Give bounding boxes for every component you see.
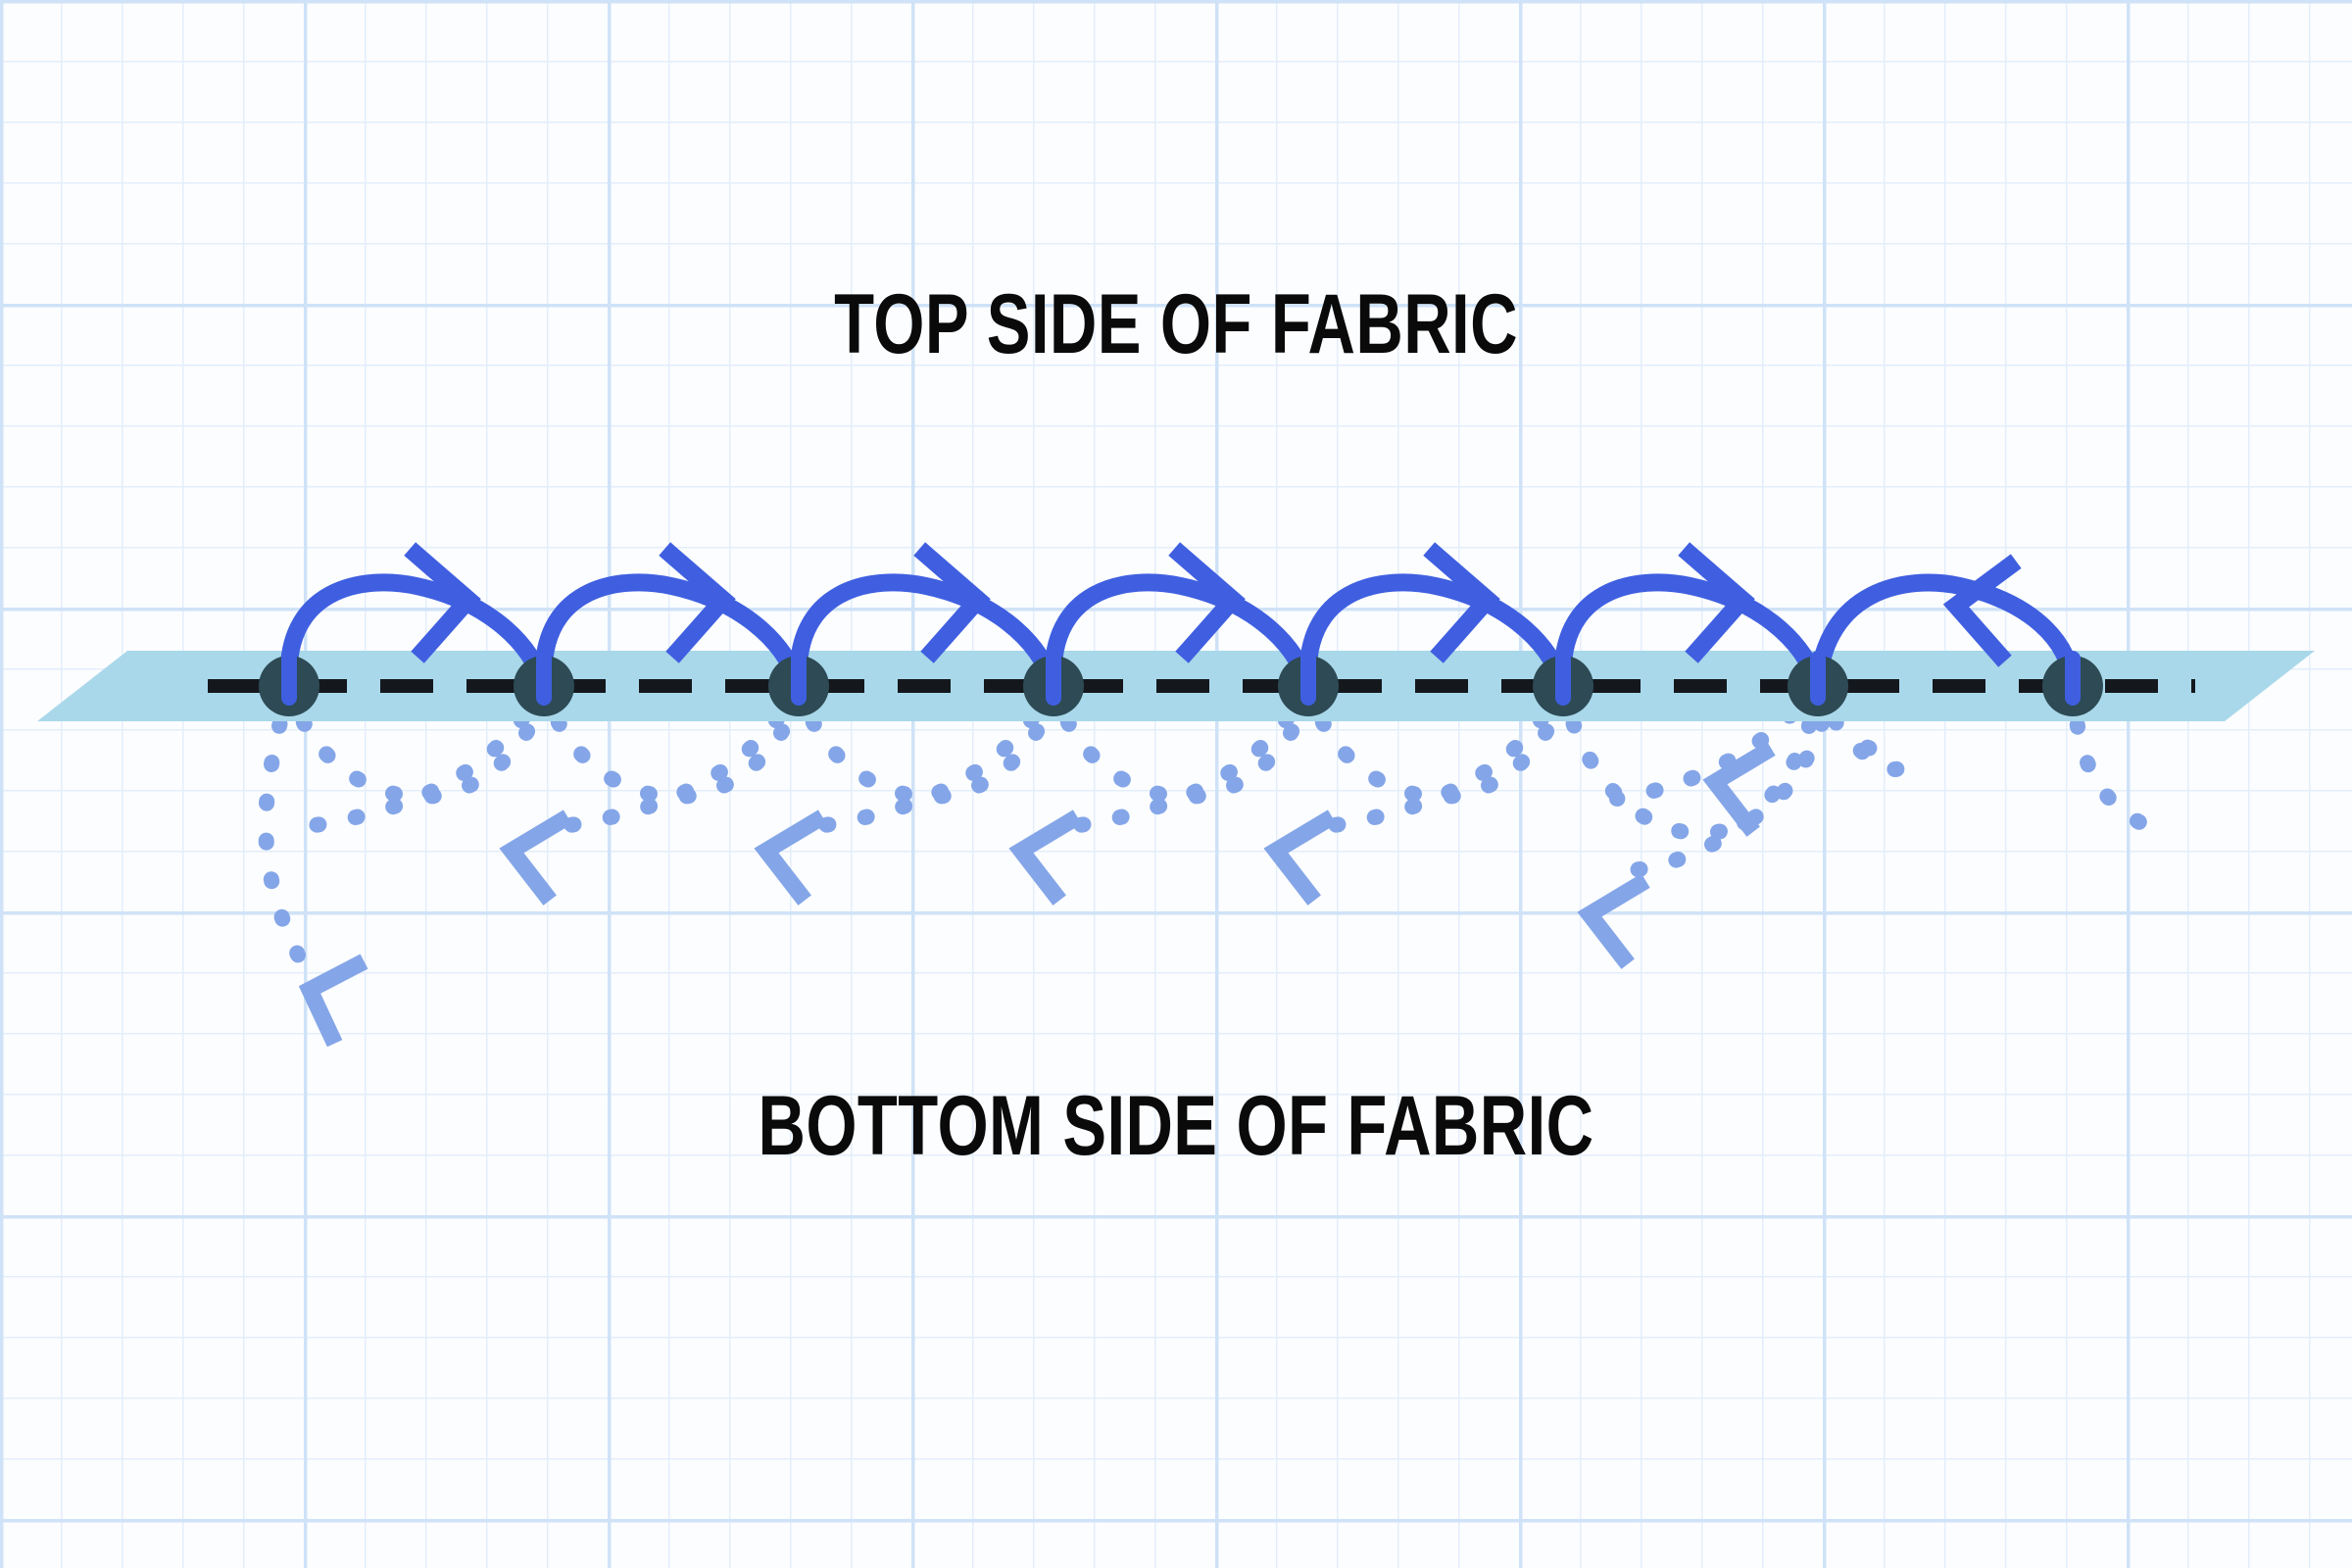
top-arc-5 [1298, 573, 1572, 695]
top-arc-2 [534, 573, 808, 695]
bottom-thread-tail-left [258, 678, 317, 983]
top-arc-1 [279, 573, 553, 695]
fabric-strip-left-taper [37, 651, 127, 721]
top-side-label: TOP SIDE OF FABRIC [834, 277, 1518, 371]
top-arc-6 [1553, 573, 1827, 695]
top-arc-7 [1809, 573, 2082, 695]
top-arrow-4 [1168, 542, 1246, 663]
bottom-arrow-6 [1577, 873, 1650, 969]
bottom-cross-7 [1609, 678, 1826, 880]
top-arrow-2 [659, 542, 736, 663]
top-arc-4 [1044, 573, 1317, 695]
bottom-arrow-5 [1702, 741, 1776, 837]
top-arrow-6 [1678, 542, 1755, 663]
bottom-side-label: BOTTOM SIDE OF FABRIC [758, 1079, 1594, 1173]
top-arrow-1 [404, 542, 481, 663]
top-arrow-5 [1423, 542, 1500, 663]
bottom-arrow-3 [1008, 809, 1082, 906]
bottom-arrow-2 [754, 809, 827, 906]
bottom-cross-6 [1609, 678, 1826, 807]
bottom-arrow-4 [1263, 809, 1337, 906]
top-solid-threads [279, 573, 2082, 695]
bottom-arc-6 [1555, 678, 1840, 842]
bottom-arrow-tail-left [298, 954, 368, 1048]
top-arrow-7-reverse [1942, 554, 2022, 667]
bottom-thread-tail-right [2065, 678, 2149, 831]
bottom-arrowheads [298, 741, 1776, 1048]
bottom-arrow-1 [499, 809, 572, 906]
fabric-strip-right-taper [2225, 651, 2315, 721]
top-thread-stubs [281, 651, 2081, 706]
top-arc-3 [789, 573, 1062, 695]
top-arrow-3 [913, 542, 991, 663]
top-arrowheads [404, 542, 2022, 667]
